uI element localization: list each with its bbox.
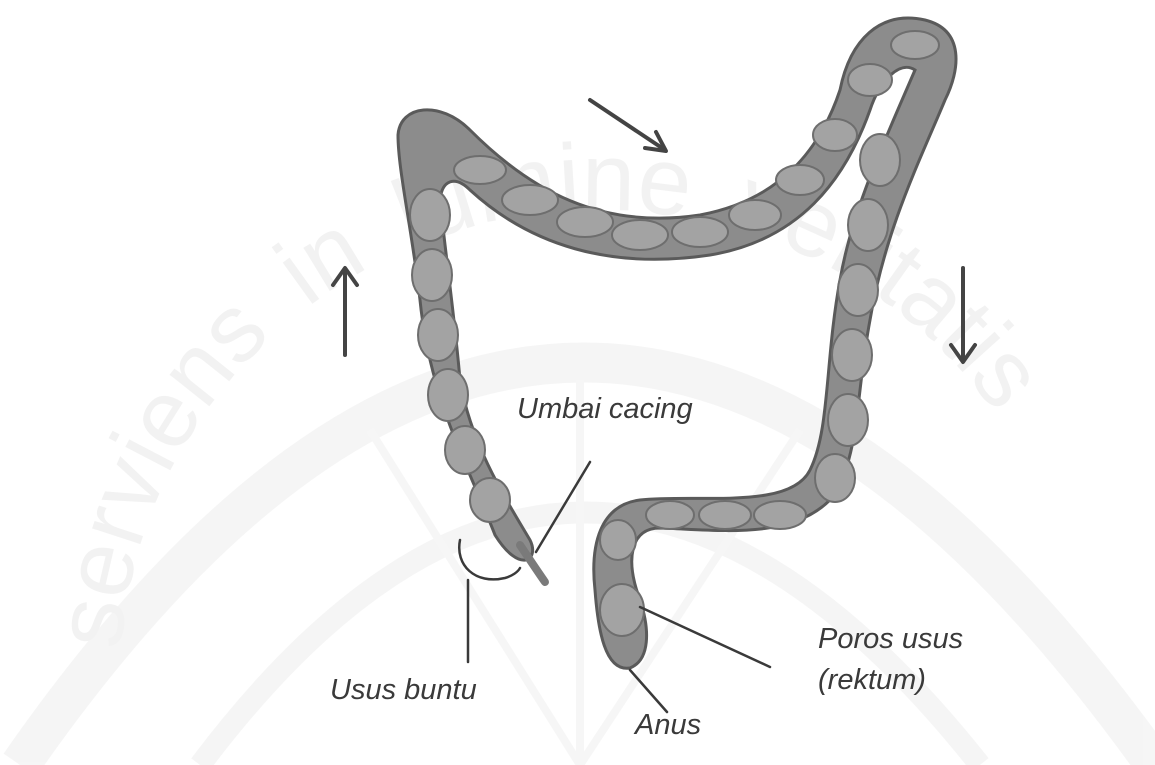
label-anus: Anus — [635, 708, 701, 742]
watermark-word: in — [257, 193, 381, 324]
label-rectum-line2: (rektum) — [818, 663, 926, 697]
colon-body — [398, 18, 956, 668]
label-rectum-line1: Poros usus — [818, 622, 963, 656]
label-appendix: Umbai cacing — [517, 392, 693, 426]
arrow-up-icon — [333, 268, 357, 355]
label-cecum: Usus buntu — [330, 673, 477, 707]
colon — [398, 18, 956, 668]
leader-line-anus — [630, 670, 667, 712]
